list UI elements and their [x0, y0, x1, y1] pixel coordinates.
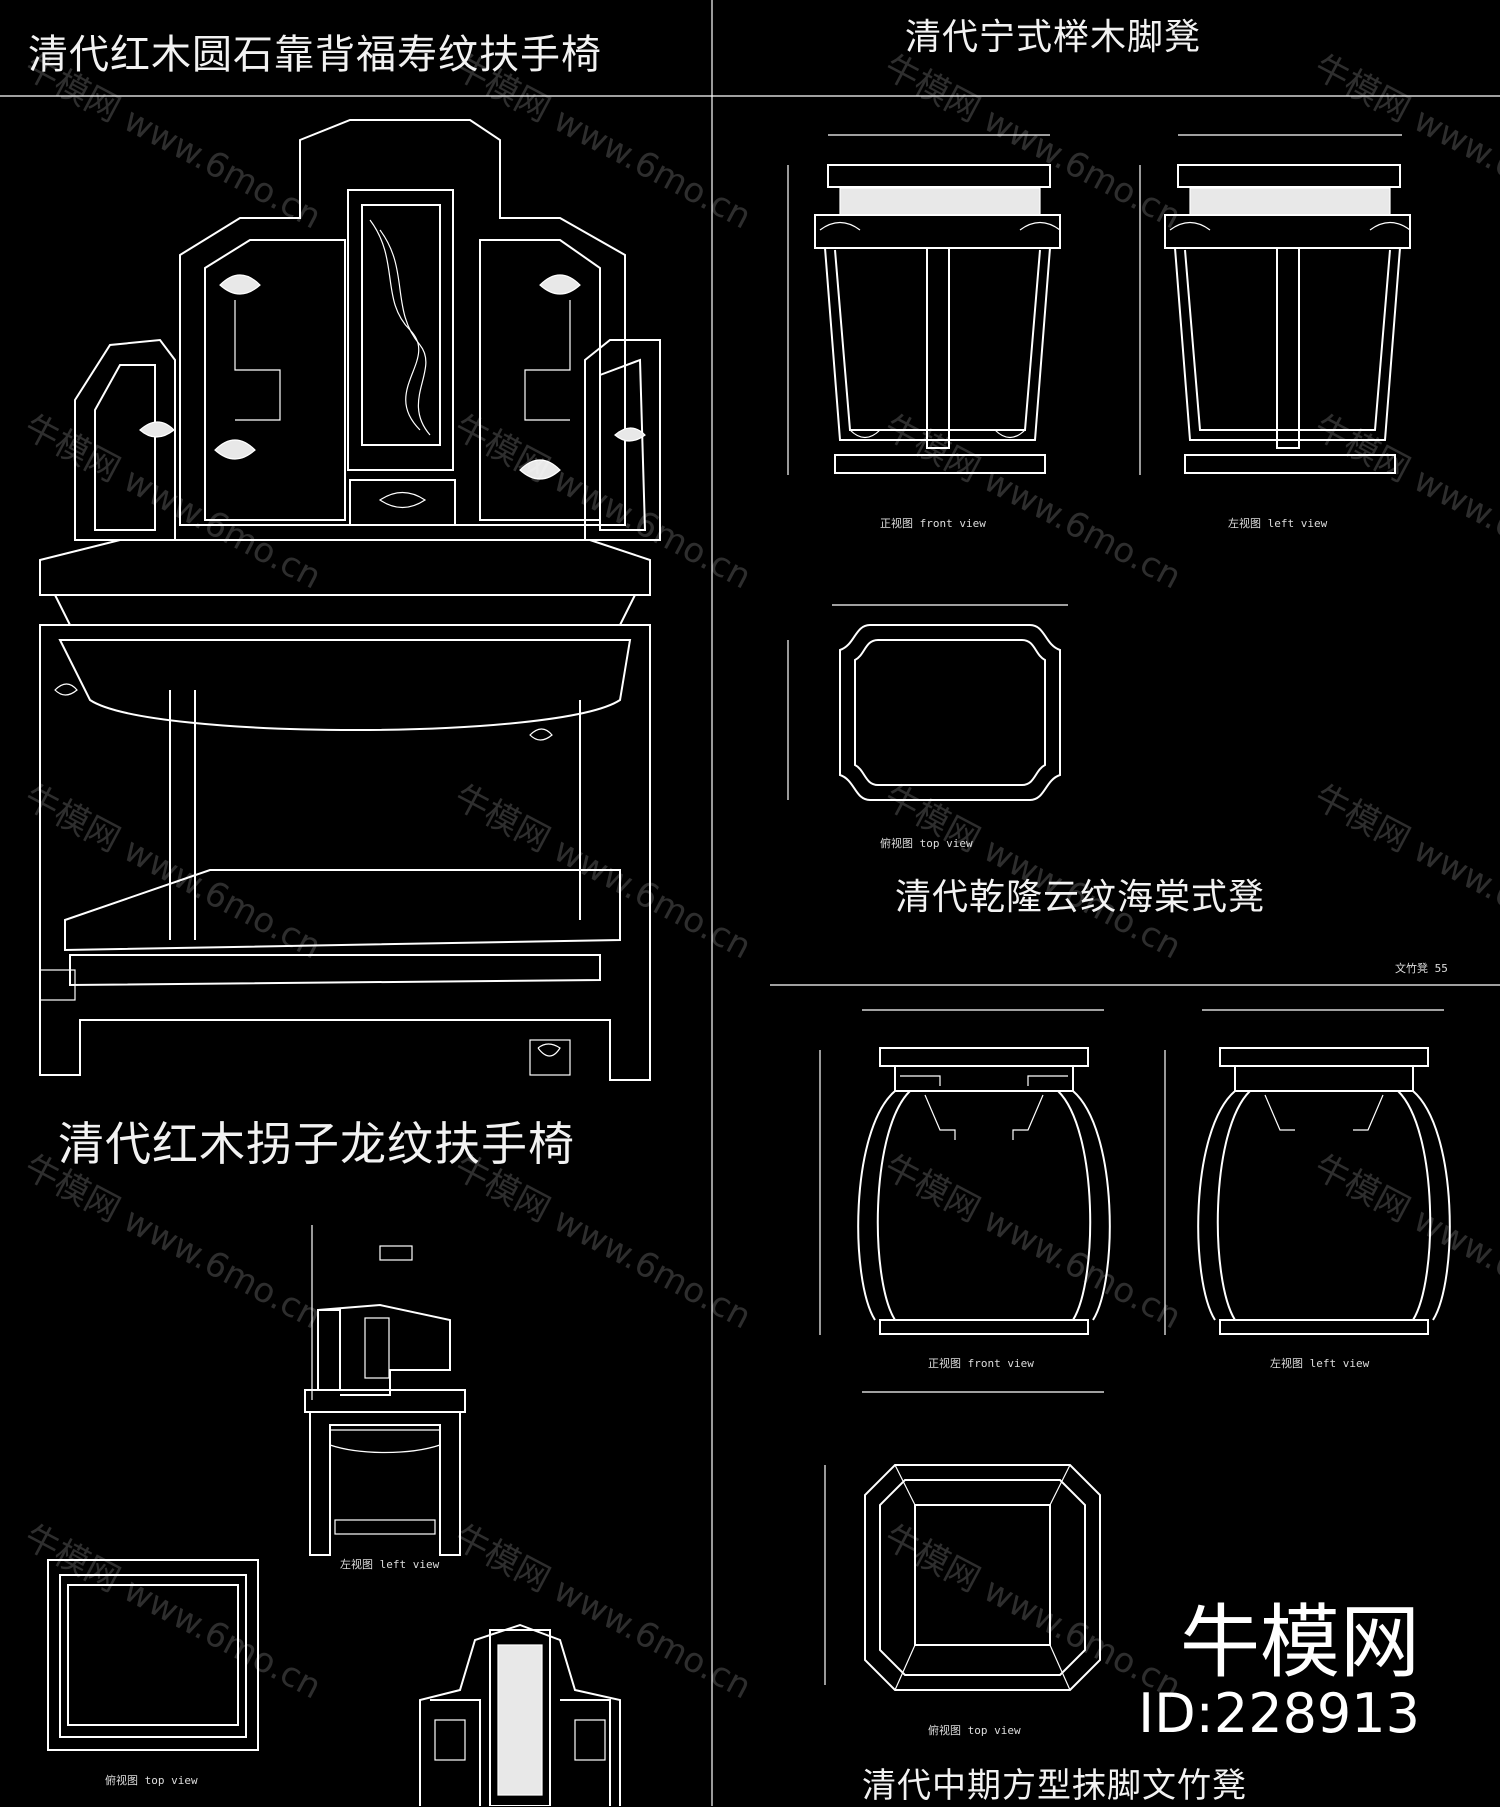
guaizi-armchair-top-view: [47, 1559, 259, 1751]
bamboo-stool-top-view: [824, 1391, 1104, 1691]
view-label-top-guaizi: 俯视图 top view: [105, 1774, 198, 1787]
ningshi-stool-front-view: [787, 134, 1061, 475]
view-label-top-bamboo: 俯视图 top view: [928, 1724, 1021, 1737]
title-armchair-fushou: 清代红木圆石靠背福寿纹扶手椅: [28, 32, 602, 78]
page-reference: 文竹凳 55: [1395, 962, 1448, 975]
title-armchair-guaizi: 清代红木拐子龙纹扶手椅: [58, 1117, 575, 1171]
bamboo-stool-left-view: [1164, 1009, 1451, 1335]
view-label-left-ningshi: 左视图 left view: [1228, 517, 1328, 530]
guaizi-armchair-left-view: [304, 1225, 466, 1556]
qianlong-stool-top-view: [787, 604, 1068, 801]
view-label-top-qianlong: 俯视图 top view: [880, 837, 973, 850]
title-stool-ningshi: 清代宁式榉木脚凳: [905, 17, 1202, 58]
guaizi-armchair-front-partial: [419, 1623, 621, 1806]
view-label-left-bamboo: 左视图 left view: [1270, 1357, 1370, 1370]
brand-id: ID:228913: [1138, 1682, 1420, 1745]
bamboo-stool-front-view: [819, 1009, 1111, 1335]
view-label-front-ningshi: 正视图 front view: [880, 517, 986, 530]
title-stool-qianlong: 清代乾隆云纹海棠式凳: [895, 877, 1266, 918]
view-label-left-guaizi: 左视图 left view: [340, 1558, 440, 1571]
armchair-fushou-drawing: [39, 119, 661, 1081]
ningshi-stool-left-view: [1139, 134, 1411, 475]
view-label-front-bamboo: 正视图 front view: [928, 1357, 1034, 1370]
title-stool-bamboo: 清代中期方型抹脚文竹凳: [862, 1766, 1247, 1806]
brand-logo-text: 牛模网: [1180, 1596, 1420, 1689]
